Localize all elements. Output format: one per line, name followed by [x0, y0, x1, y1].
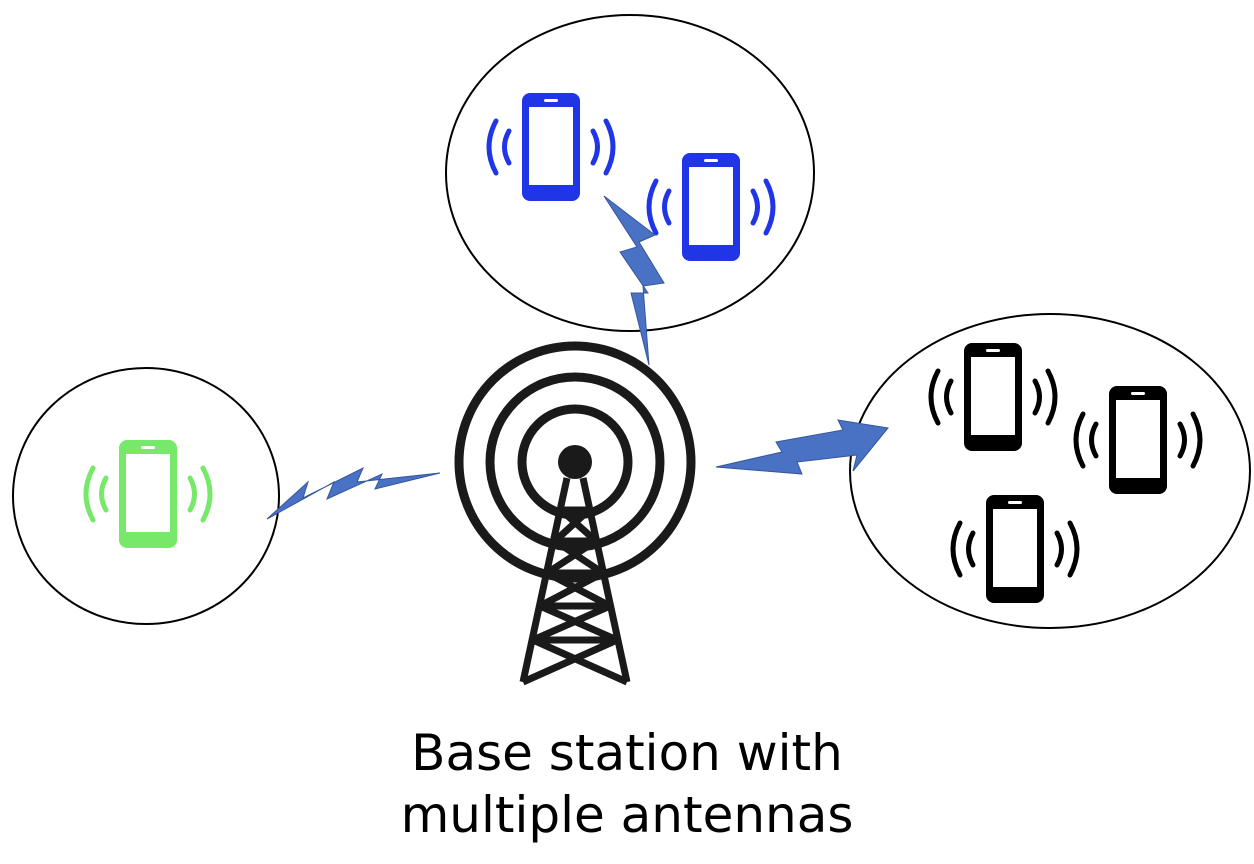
- right-cluster-ellipse: [849, 313, 1251, 629]
- link-right-lightning-icon: [715, 419, 889, 475]
- left-phone-icon: [86, 440, 210, 548]
- antenna-tower-icon: [454, 341, 696, 686]
- link-top-lightning-icon: [603, 195, 665, 366]
- link-left-lightning-icon: [266, 466, 441, 520]
- top-cluster-ellipse: [445, 14, 815, 332]
- top-phone-2-icon: [649, 153, 773, 261]
- base-station-caption: Base station with multiple antennas: [0, 722, 1254, 846]
- right-phone-3-icon: [953, 495, 1077, 603]
- caption-line-2: multiple antennas: [400, 786, 854, 844]
- right-phone-2-icon: [1076, 386, 1200, 494]
- right-phone-1-icon: [931, 343, 1055, 451]
- caption-line-1: Base station with: [411, 724, 843, 782]
- left-cluster-ellipse: [12, 367, 280, 625]
- top-phone-1-icon: [489, 93, 613, 201]
